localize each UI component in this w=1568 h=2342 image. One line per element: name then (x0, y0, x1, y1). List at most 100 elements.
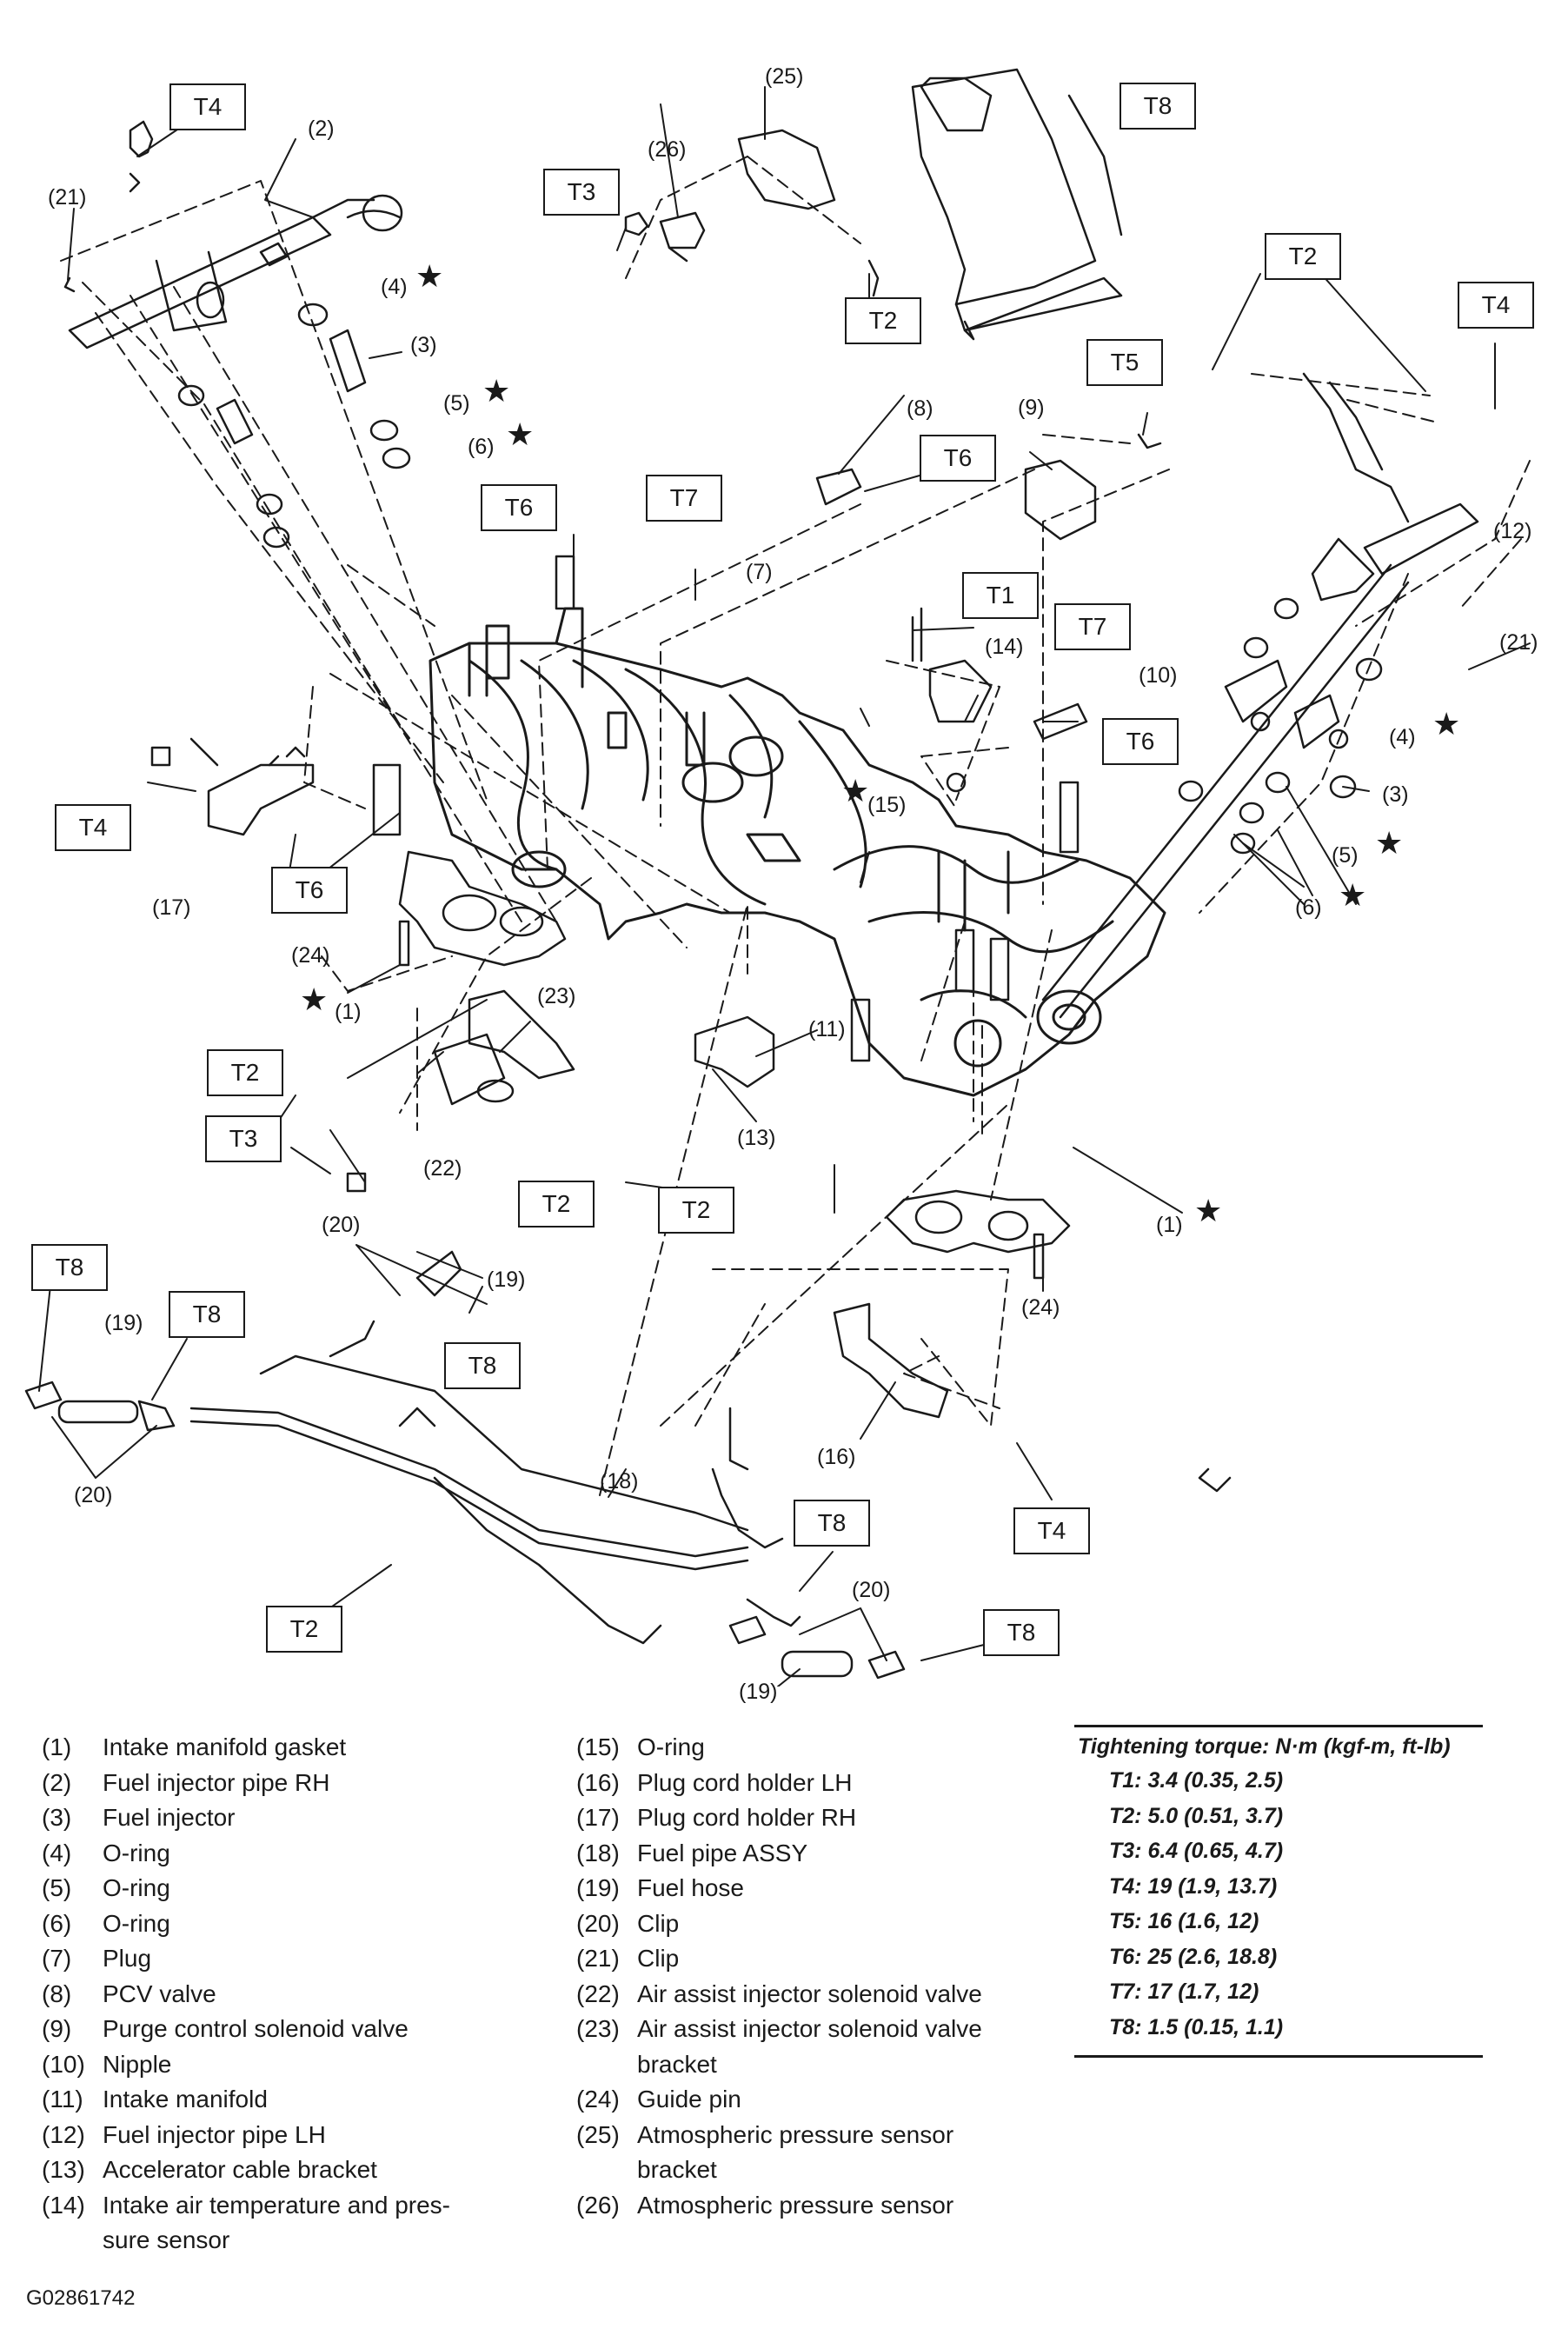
legend-text: Atmospheric pressure sensor (637, 2191, 954, 2219)
legend-num: (23) (576, 2015, 620, 2042)
torque-callout-t4: T4 (55, 804, 131, 851)
legend-text: Clip (637, 1945, 680, 1972)
exploded-view-drawing (24, 68, 1531, 1687)
legend-num: (13) (42, 2156, 85, 2183)
part-label: (21) (48, 185, 87, 210)
part-label: (1) (335, 1000, 362, 1024)
legend-num: (19) (576, 1874, 620, 1901)
torque-callout-t7: T7 (646, 475, 722, 522)
legend-text: O-ring (637, 1733, 705, 1760)
figure-id: G02861742 (26, 2286, 136, 2310)
legend-num: (2) (42, 1768, 72, 1796)
legend-item: (3)Fuel injector (35, 1800, 556, 1836)
part-label: (19) (104, 1311, 143, 1335)
star-icon: ★ (1432, 706, 1461, 742)
torque-callout-t4: T4 (1458, 282, 1534, 329)
torque-callout-t8: T8 (444, 1342, 521, 1389)
legend-text: Air assist injector solenoid valve brack… (637, 2015, 982, 2078)
torque-row: T5: 16 (1.6, 12) (1109, 1909, 1259, 1933)
torque-callout-t3: T3 (543, 169, 620, 216)
torque-callout-t6: T6 (920, 435, 996, 482)
legend-text: Intake manifold (103, 2086, 268, 2112)
part-label: (20) (74, 1483, 113, 1507)
torque-callout-t7: T7 (1054, 603, 1131, 650)
legend-item: (26) Atmospheric pressure sensor (569, 2188, 1056, 2224)
torque-row: T8: 1.5 (0.15, 1.1) (1109, 2014, 1284, 2039)
part-label: (25) (765, 64, 804, 89)
torque-callout-t6: T6 (1102, 718, 1179, 765)
legend-text: O-ring (103, 1909, 170, 1937)
part-label: (22) (423, 1156, 462, 1181)
part-label: (20) (852, 1578, 891, 1602)
torque-row: T6: 25 (2.6, 18.8) (1109, 1944, 1278, 1969)
legend-num: (14) (42, 2191, 85, 2219)
legend-item: (17)Plug cord holder RH (569, 1800, 1056, 1836)
part-label: (4) (381, 275, 408, 299)
torque-callout-t2: T2 (658, 1187, 734, 1234)
legend-num: (11) (42, 2086, 83, 2112)
part-label: (4) (1389, 725, 1416, 749)
torque-callout-t8: T8 (983, 1609, 1060, 1656)
part-label: (15) (867, 793, 907, 817)
torque-table: Tightening torque: N·m (kgf-m, ft-lb) T1… (1074, 1725, 1483, 2058)
legend-item: (16)Plug cord holder LH (569, 1766, 1056, 1801)
part-label: (17) (152, 895, 191, 920)
legend-num: (4) (42, 1839, 72, 1866)
part-label: (19) (739, 1680, 778, 1704)
legend-item: (15)O-ring (569, 1730, 1056, 1766)
legend-num: (24) (576, 2086, 620, 2112)
legend-num: (5) (42, 1874, 72, 1901)
legend-item: (19)Fuel hose (569, 1871, 1056, 1906)
torque-row: T2: 5.0 (0.51, 3.7) (1109, 1803, 1284, 1828)
part-label: (6) (1295, 895, 1322, 920)
legend-num: (25) (576, 2120, 620, 2148)
legend-num: (16) (576, 1768, 620, 1796)
legend-item: (6) O-ring (35, 1906, 556, 1942)
part-label: (7) (746, 560, 773, 584)
torque-callout-t2: T2 (207, 1049, 283, 1096)
torque-callout-t2: T2 (1265, 233, 1341, 280)
part-label: (1) (1156, 1213, 1183, 1237)
legend-item: (24)Guide pin (569, 2082, 1056, 2118)
legend-item: (1)Intake manifold gasket (35, 1730, 556, 1766)
legend-num: (7) (42, 1945, 72, 1972)
torque-callout-t2: T2 (518, 1181, 595, 1228)
part-label: (19) (487, 1267, 526, 1292)
legend-right: (15)O-ring (16)Plug cord holder LH (17)P… (569, 1730, 1056, 2223)
part-label: (3) (1382, 782, 1409, 807)
legend-item: (9)Purge control solenoid valve (35, 2012, 556, 2047)
legend-item: (13) Accelerator cable bracket (35, 2152, 556, 2188)
star-icon: ★ (1339, 877, 1367, 913)
star-icon: ★ (482, 373, 511, 409)
legend-num: (8) (42, 1979, 72, 2007)
legend-item: (7) Plug (35, 1941, 556, 1977)
legend-num: (20) (576, 1909, 620, 1937)
part-label: (2) (308, 116, 335, 141)
part-label: (5) (1332, 843, 1359, 868)
legend-text: Accelerator cable bracket (103, 2156, 377, 2183)
part-label: (24) (1021, 1295, 1060, 1320)
part-label: (20) (322, 1213, 361, 1237)
star-icon: ★ (841, 773, 870, 808)
legend-num: (12) (42, 2120, 85, 2148)
legend-num: (9) (42, 2015, 72, 2042)
torque-callout-t3: T3 (205, 1115, 282, 1162)
legend-text: Fuel injector (103, 1804, 236, 1831)
legend-num: (26) (576, 2191, 620, 2219)
torque-callout-t6: T6 (481, 484, 557, 531)
torque-callout-t8: T8 (794, 1500, 870, 1547)
star-icon: ★ (300, 981, 329, 1017)
legend-item: (18)Fuel pipe ASSY (569, 1836, 1056, 1872)
torque-row: T7: 17 (1.7, 12) (1109, 1979, 1259, 2004)
torque-callout-t4: T4 (169, 83, 246, 130)
torque-table-heading: Tightening torque: N·m (kgf-m, ft-lb) (1078, 1734, 1451, 1759)
legend-text: Fuel injector pipe RH (103, 1768, 330, 1796)
part-label: (10) (1139, 663, 1178, 688)
part-label: (13) (737, 1126, 776, 1150)
torque-row: T3: 6.4 (0.65, 4.7) (1109, 1839, 1284, 1863)
legend-num: (1) (42, 1733, 72, 1760)
legend-num: (6) (42, 1909, 72, 1937)
torque-callout-t5: T5 (1086, 339, 1163, 386)
torque-callout-t8: T8 (1120, 83, 1196, 130)
legend-text: Plug (103, 1945, 152, 1972)
